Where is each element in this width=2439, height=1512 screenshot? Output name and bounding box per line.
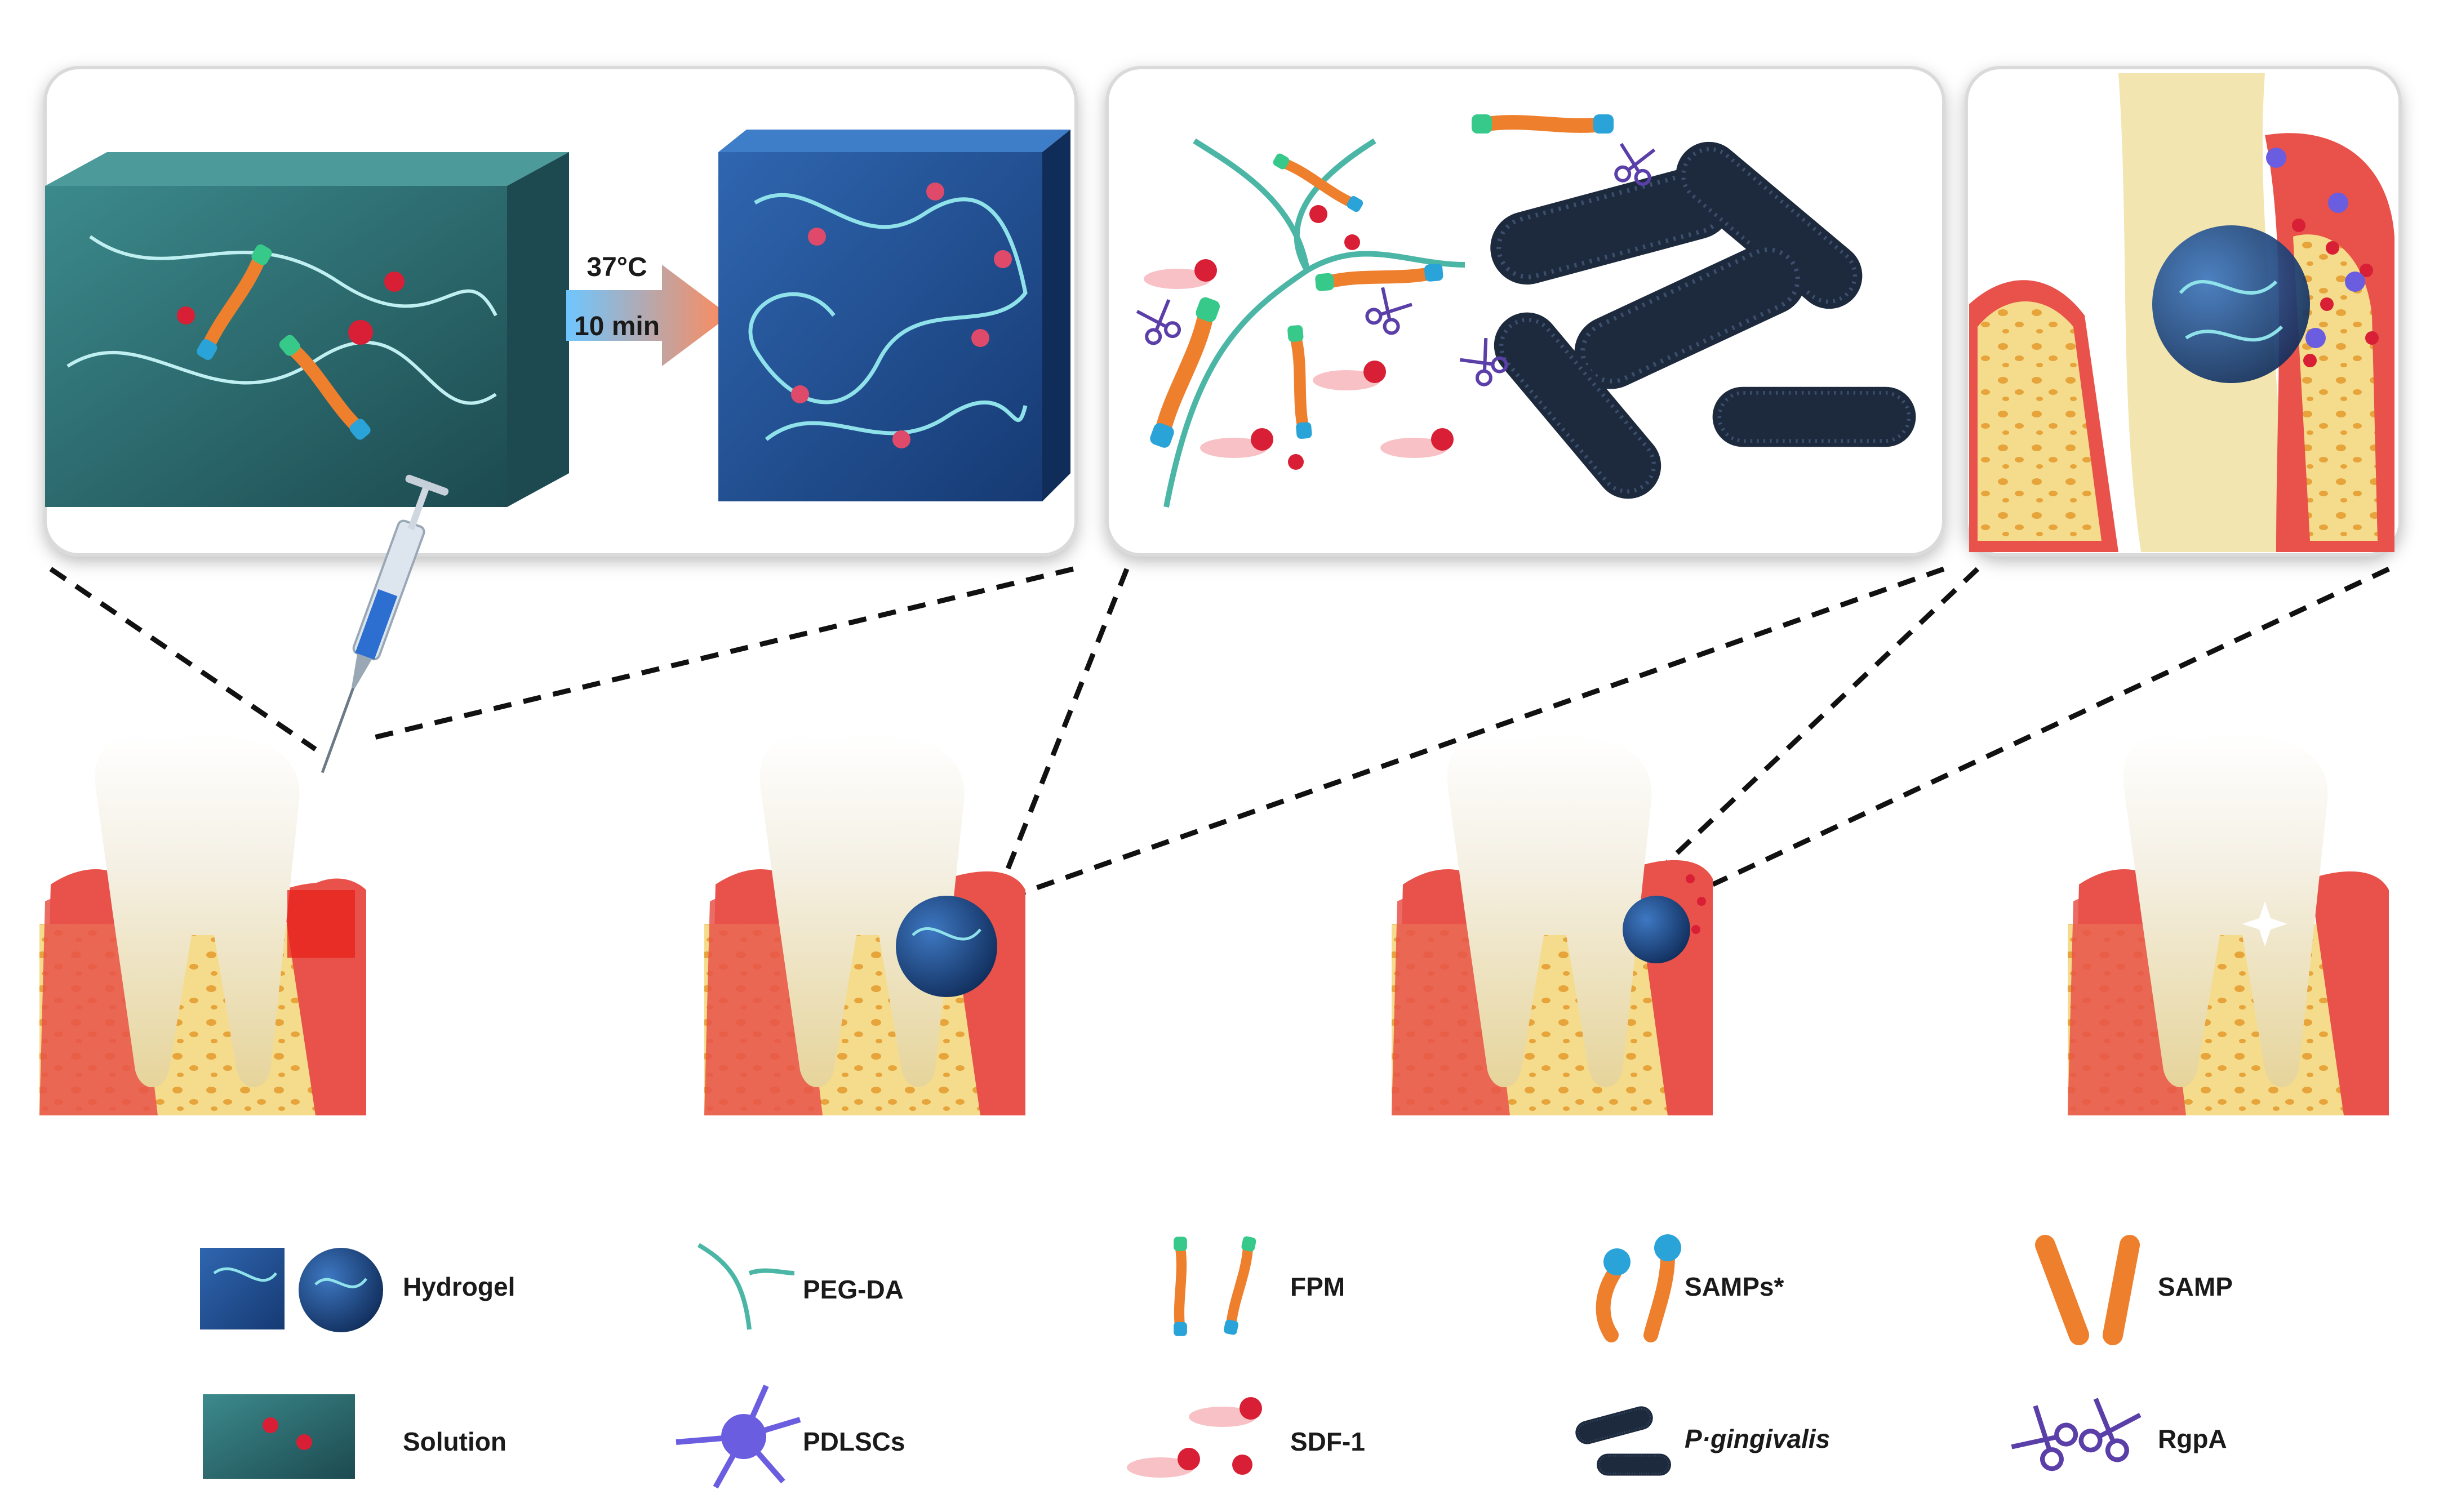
- temperature-label: 37°C: [587, 252, 647, 282]
- legend-samp-icon: [2035, 1235, 2140, 1345]
- panel-antibacterial-frame: [1105, 66, 1945, 557]
- panel-gelation: 37°C 10 min: [43, 66, 1078, 557]
- legend-hydrogel-icon: [200, 1248, 383, 1332]
- legend-samps-star-icon: [1596, 1234, 1681, 1342]
- gelation-arrow: 37°C 10 min: [566, 252, 730, 366]
- solution-box: [45, 152, 569, 507]
- syringe-icon: [321, 474, 449, 773]
- tooth-stage-4: [2068, 733, 2389, 1115]
- legend-hydrogel-label: Hydrogel: [403, 1272, 515, 1301]
- sparkle-icon: [2242, 901, 2287, 946]
- legend: Hydrogel Solution PEG-DA PDLSCs FPM SDF-…: [200, 1234, 2233, 1489]
- legend-fpm-label: FPM: [1290, 1272, 1345, 1301]
- zoom-guide-lines: [49, 566, 2390, 899]
- legend-pdlscs-label: PDLSCs: [803, 1427, 905, 1456]
- duration-label: 10 min: [574, 312, 660, 341]
- legend-p-gingivalis-label: P·gingivalis: [1685, 1424, 1830, 1453]
- legend-fpm-icon: [1174, 1235, 1257, 1336]
- legend-sdf1-label: SDF-1: [1290, 1427, 1365, 1456]
- legend-p-gingivalis-icon: [1572, 1403, 1672, 1477]
- tooth-stage-2: [704, 733, 1025, 1115]
- legend-pdlscs-icon: [676, 1384, 801, 1489]
- legend-peg-da-icon: [697, 1243, 795, 1330]
- legend-solution-icon: [203, 1394, 355, 1479]
- legend-peg-da-label: PEG-DA: [803, 1275, 904, 1304]
- legend-rgpa-label: RgpA: [2158, 1424, 2227, 1453]
- panel-antibacterial: [1105, 66, 1945, 557]
- legend-samps-star-label: SAMPs*: [1685, 1272, 1784, 1301]
- hydrogel-box: [718, 130, 1070, 501]
- legend-samp-label: SAMP: [2158, 1272, 2233, 1301]
- legend-solution-label: Solution: [403, 1427, 507, 1456]
- legend-rgpa-icon: [2012, 1399, 2140, 1472]
- tooth-stage-3: [1392, 733, 1713, 1115]
- tooth-stage-1: [39, 733, 366, 1115]
- hydrogel-sphere: [2152, 225, 2310, 383]
- panel-regeneration: [1965, 66, 2402, 557]
- legend-sdf1-icon: [1127, 1397, 1262, 1478]
